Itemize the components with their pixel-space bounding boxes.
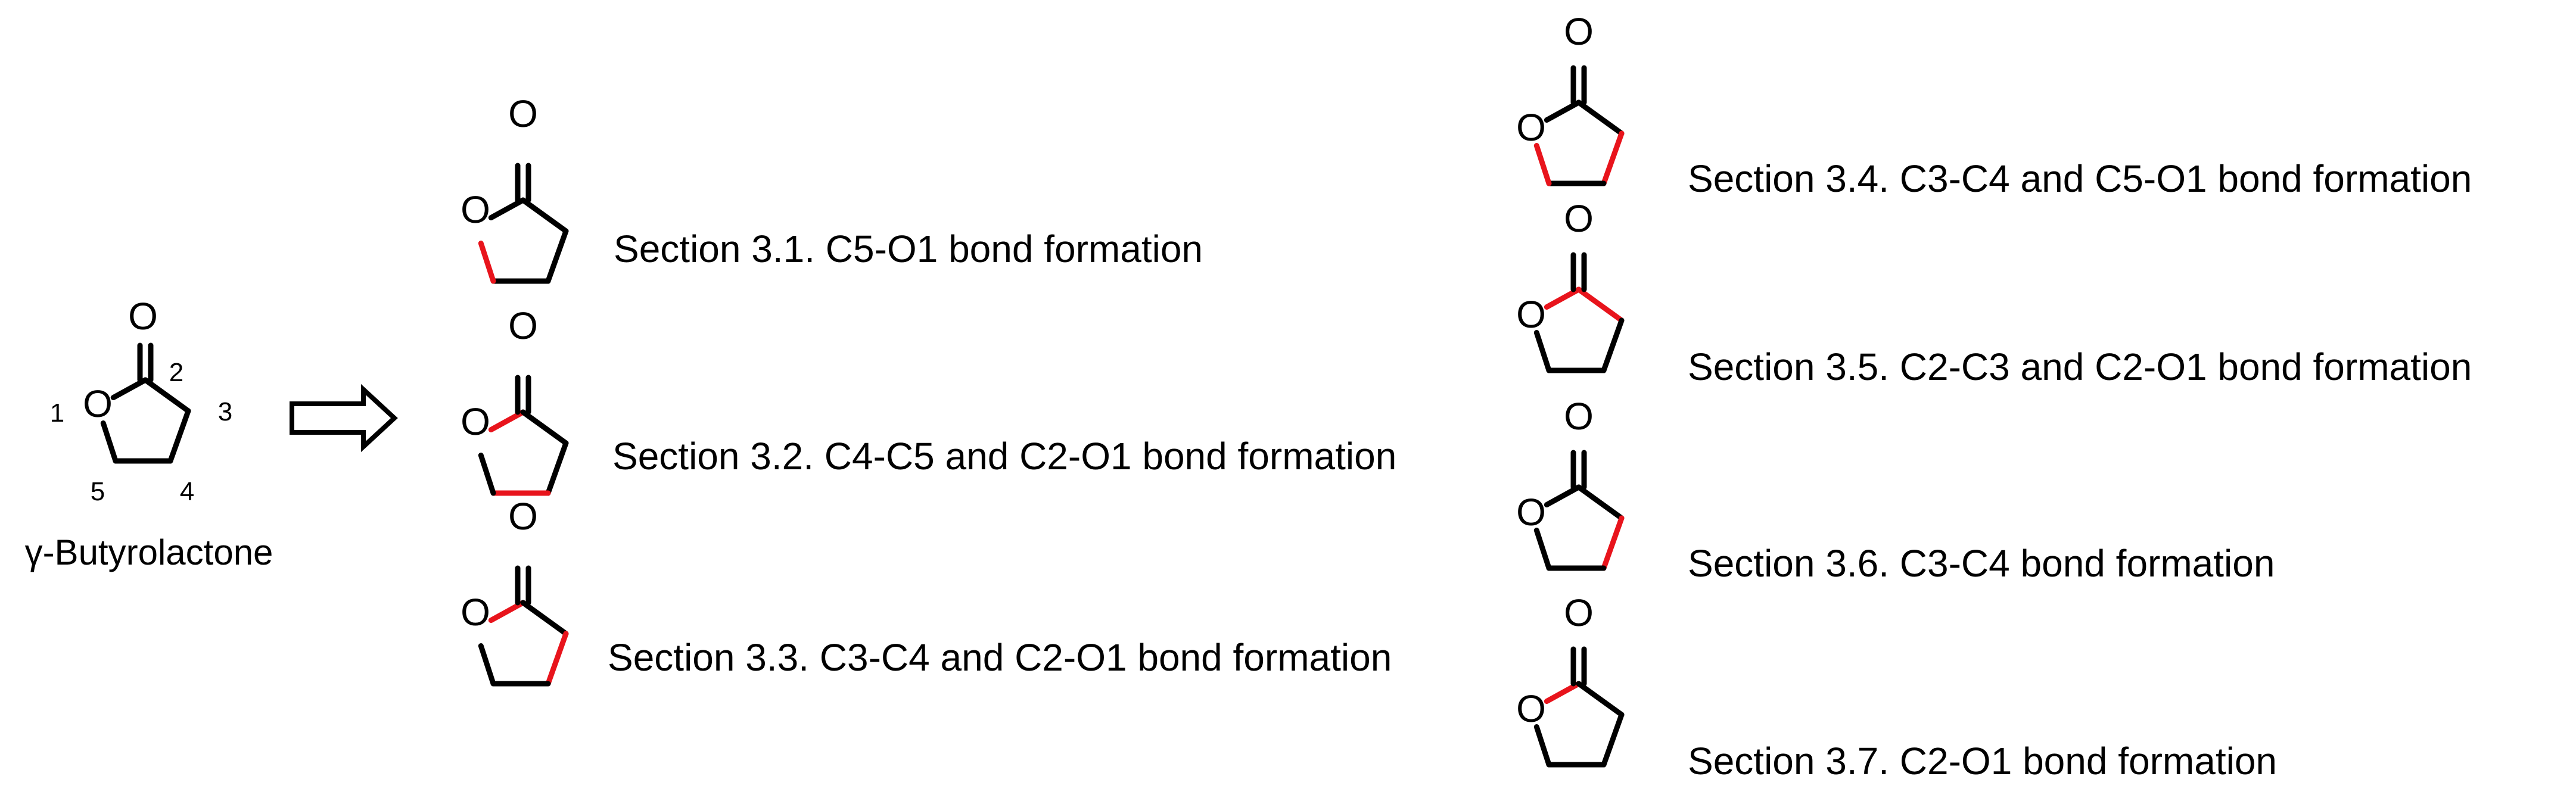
bond-c5-o1 <box>478 241 496 284</box>
parent-ring-oxygen: O <box>83 382 113 425</box>
structure-section-3-4: O O <box>1516 10 1625 186</box>
bond-c5-o1 <box>478 643 496 687</box>
structure-section-3-3: O O <box>461 495 569 687</box>
bond-c3-c4 <box>1601 317 1625 373</box>
caption-section-3-2: Section 3.2. C4-C5 and C2-O1 bond format… <box>612 435 1396 478</box>
caption-section-3-5: Section 3.5. C2-C3 and C2-O1 bond format… <box>1688 345 2472 388</box>
ring-oxygen: O <box>461 400 490 443</box>
bond-c2-c3 <box>1576 99 1625 136</box>
bond-c2-c3 <box>520 600 569 637</box>
bond-c2-o1 <box>488 600 526 624</box>
ring-oxygen: O <box>461 591 490 634</box>
caption-section-3-4: Section 3.4. C3-C4 and C5-O1 bond format… <box>1688 157 2472 200</box>
bond-c2-o1 <box>1544 681 1582 705</box>
bond-c3-c4 <box>545 228 569 284</box>
bond-c5-o1 <box>100 420 119 464</box>
ring-oxygen: O <box>1516 293 1546 336</box>
carbonyl-oxygen: O <box>1564 10 1594 53</box>
bond-c3-c4 <box>1601 515 1625 571</box>
bond-c2-o1 <box>488 409 526 433</box>
bond-c5-o1 <box>1533 528 1552 571</box>
parent-carbonyl-oxygen: O <box>128 295 158 338</box>
caption-section-3-7: Section 3.7. C2-O1 bond formation <box>1688 740 2277 783</box>
ring-oxygen: O <box>1516 687 1546 730</box>
bond-c2-c3 <box>142 377 191 414</box>
caption-section-3-6: Section 3.6. C3-C4 bond formation <box>1688 542 2275 585</box>
caption-section-3-1: Section 3.1. C5-O1 bond formation <box>614 227 1203 270</box>
bond-c2-c3 <box>520 197 569 234</box>
structure-section-3-6: O O <box>1516 395 1625 571</box>
carbonyl-oxygen: O <box>1564 591 1594 634</box>
bonds-section-3-4 <box>1533 65 1625 186</box>
bond-c3-c4 <box>167 408 191 464</box>
bonds-section-3-6 <box>1533 450 1625 571</box>
bond-c2-o1 <box>110 377 148 401</box>
ring-oxygen: O <box>1516 106 1546 149</box>
atom-number-5: 5 <box>91 477 105 506</box>
bond-c2-o1 <box>1544 99 1582 123</box>
bond-c5-o1 <box>1533 724 1552 768</box>
carbonyl-oxygen: O <box>508 92 538 135</box>
bonds-section-3-3 <box>478 565 569 687</box>
ring-oxygen: O <box>1516 491 1546 534</box>
bonds-section-3-7 <box>1533 646 1625 768</box>
bond-c2-c3 <box>1576 681 1625 718</box>
atom-number-3: 3 <box>218 397 232 426</box>
bond-c2-c3 <box>520 409 569 446</box>
structure-section-3-5: O O <box>1516 197 1625 373</box>
parent-molecule-butyrolactone: O O 1 2 3 4 5 γ-Butyrolactone <box>25 295 273 572</box>
carbonyl-oxygen: O <box>1564 197 1594 240</box>
atom-number-4: 4 <box>180 477 194 506</box>
atom-number-1: 1 <box>50 398 64 428</box>
bond-c5-o1 <box>1533 330 1552 373</box>
bonds-section-3-5 <box>1533 252 1625 373</box>
bond-c2-o1 <box>488 197 526 221</box>
bond-c2-o1 <box>1544 286 1582 310</box>
bonds-section-3-1 <box>478 163 569 284</box>
carbonyl-oxygen: O <box>1564 395 1594 438</box>
retrosynthesis-arrow <box>290 384 398 453</box>
bond-c5-o1 <box>478 453 496 496</box>
carbonyl-oxygen: O <box>508 495 538 538</box>
structure-section-3-2: O O <box>461 304 569 496</box>
bond-c2-c3 <box>1576 286 1625 323</box>
bond-c3-c4 <box>545 440 569 496</box>
bond-c3-c4 <box>1601 130 1625 186</box>
bond-c2-o1 <box>1544 484 1582 508</box>
caption-section-3-3: Section 3.3. C3-C4 and C2-O1 bond format… <box>608 636 1392 679</box>
bond-c3-c4 <box>545 631 569 687</box>
bond-c2-c3 <box>1576 484 1625 521</box>
atom-number-2: 2 <box>169 358 183 387</box>
parent-compound-name: γ-Butyrolactone <box>25 532 273 572</box>
structure-section-3-7: O O <box>1516 591 1625 768</box>
bond-c3-c4 <box>1601 712 1625 768</box>
bonds-section-3-2 <box>478 375 569 496</box>
ring-oxygen: O <box>461 188 490 231</box>
bond-c5-o1 <box>1533 143 1552 186</box>
parent-bonds <box>100 342 191 464</box>
structure-section-3-1: O O <box>461 92 569 284</box>
carbonyl-oxygen: O <box>508 304 538 347</box>
